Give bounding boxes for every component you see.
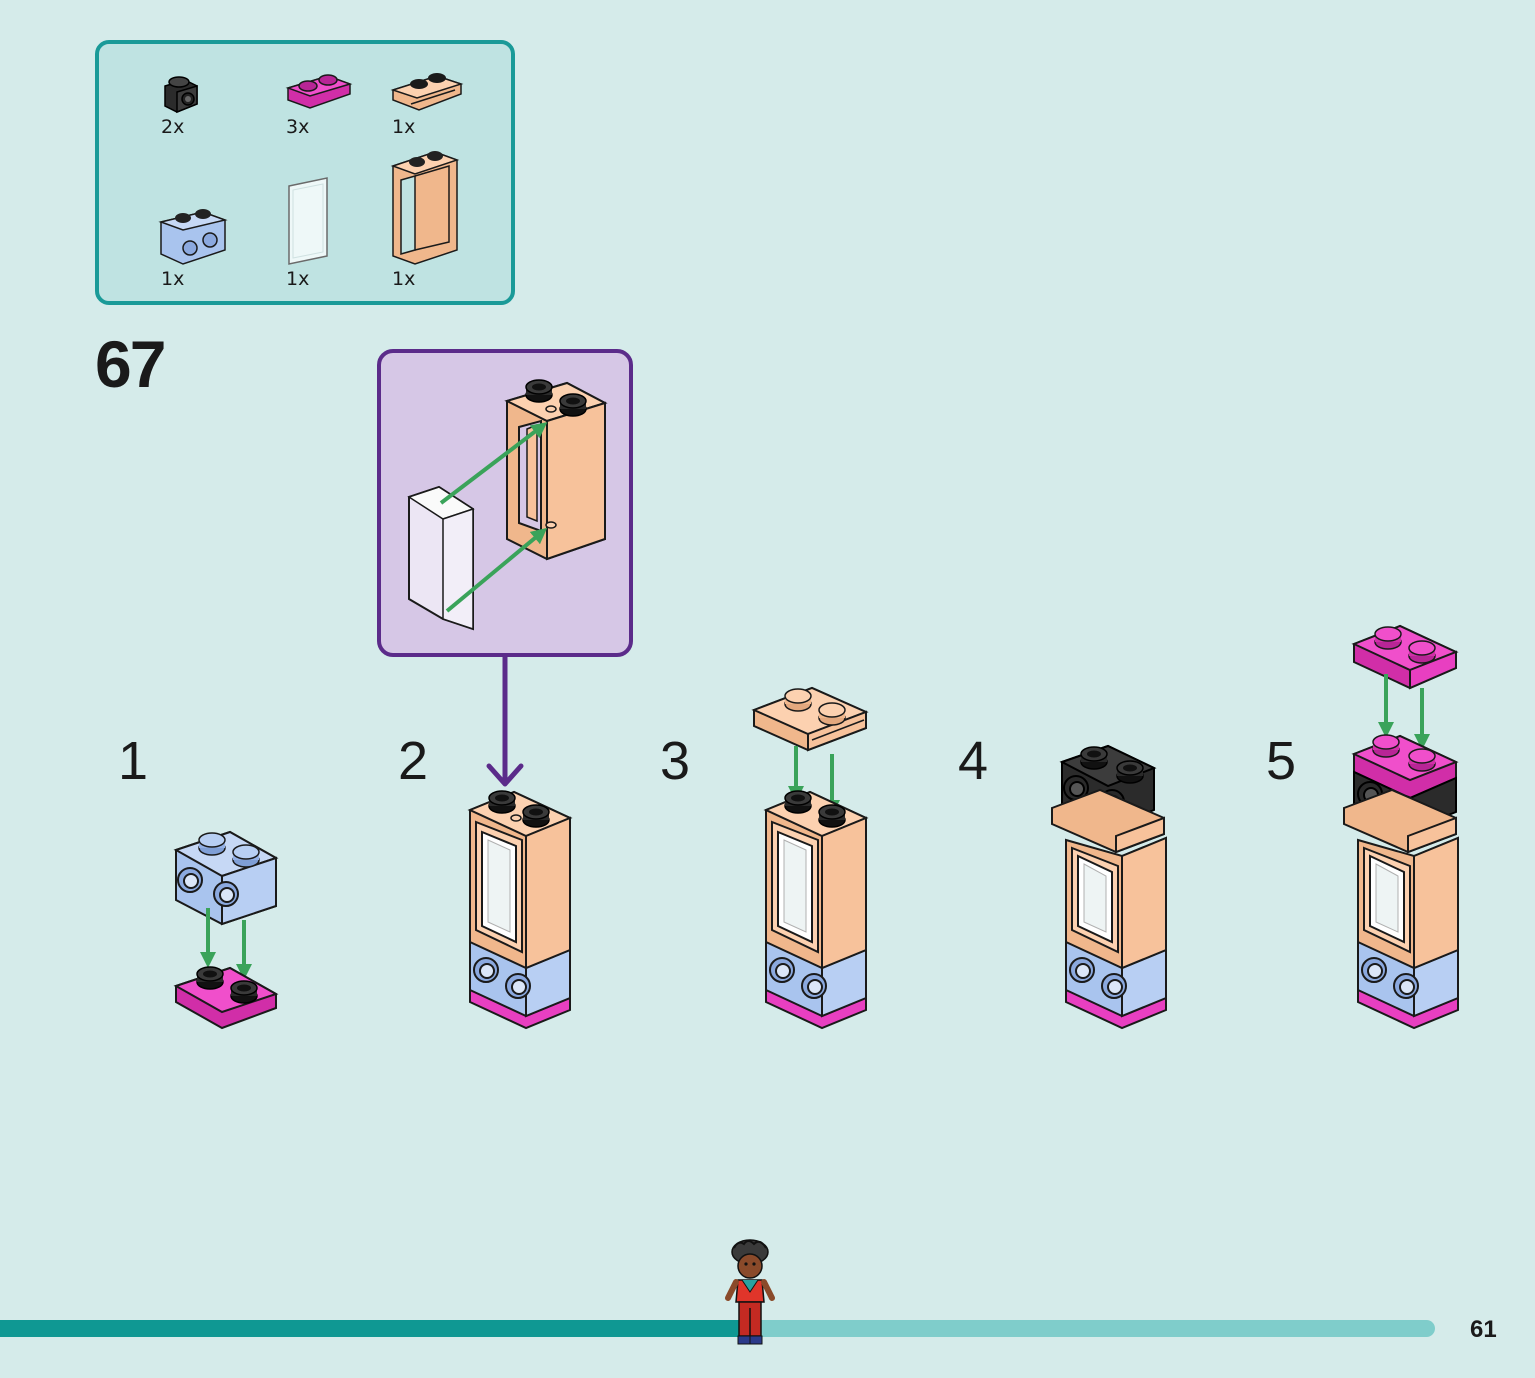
sub-step-4-diagram (1051, 744, 1167, 1030)
part-magenta-plate-icon (284, 70, 354, 114)
progress-bar-fill (0, 1320, 747, 1337)
part-quantity: 1x (161, 268, 185, 290)
step-number: 67 (95, 327, 166, 401)
sub-assembly-callout (377, 349, 633, 657)
sub-step-1-diagram (173, 830, 279, 1030)
sub-step-number: 1 (118, 731, 149, 791)
callout-arrow (486, 656, 524, 787)
part-peach-rail-plate-icon (389, 64, 469, 118)
part-black-brick-icon (159, 72, 203, 116)
page-number: 61 (1470, 1316, 1497, 1343)
part-quantity: 1x (392, 268, 416, 290)
parts-list-box: 2x 3x 1x 1x (95, 40, 515, 305)
sub-step-2-diagram (467, 790, 573, 1030)
part-blue-brick-icon (157, 204, 229, 270)
glass-into-frame-diagram (407, 379, 608, 631)
part-quantity: 3x (286, 116, 310, 138)
sub-step-number: 2 (398, 731, 429, 791)
sub-step-number: 4 (958, 731, 989, 791)
sub-step-3-diagram (751, 686, 869, 1030)
sub-step-5-diagram (1343, 624, 1459, 1030)
minifigure-progress-icon (725, 1239, 775, 1345)
sub-step-number: 3 (660, 731, 691, 791)
part-quantity: 2x (161, 116, 185, 138)
part-window-frame-icon (387, 146, 463, 268)
sub-step-number: 5 (1266, 731, 1297, 791)
part-glass-icon (283, 176, 333, 268)
part-quantity: 1x (392, 116, 416, 138)
progress-bar-track (0, 1320, 1435, 1337)
part-quantity: 1x (286, 268, 310, 290)
